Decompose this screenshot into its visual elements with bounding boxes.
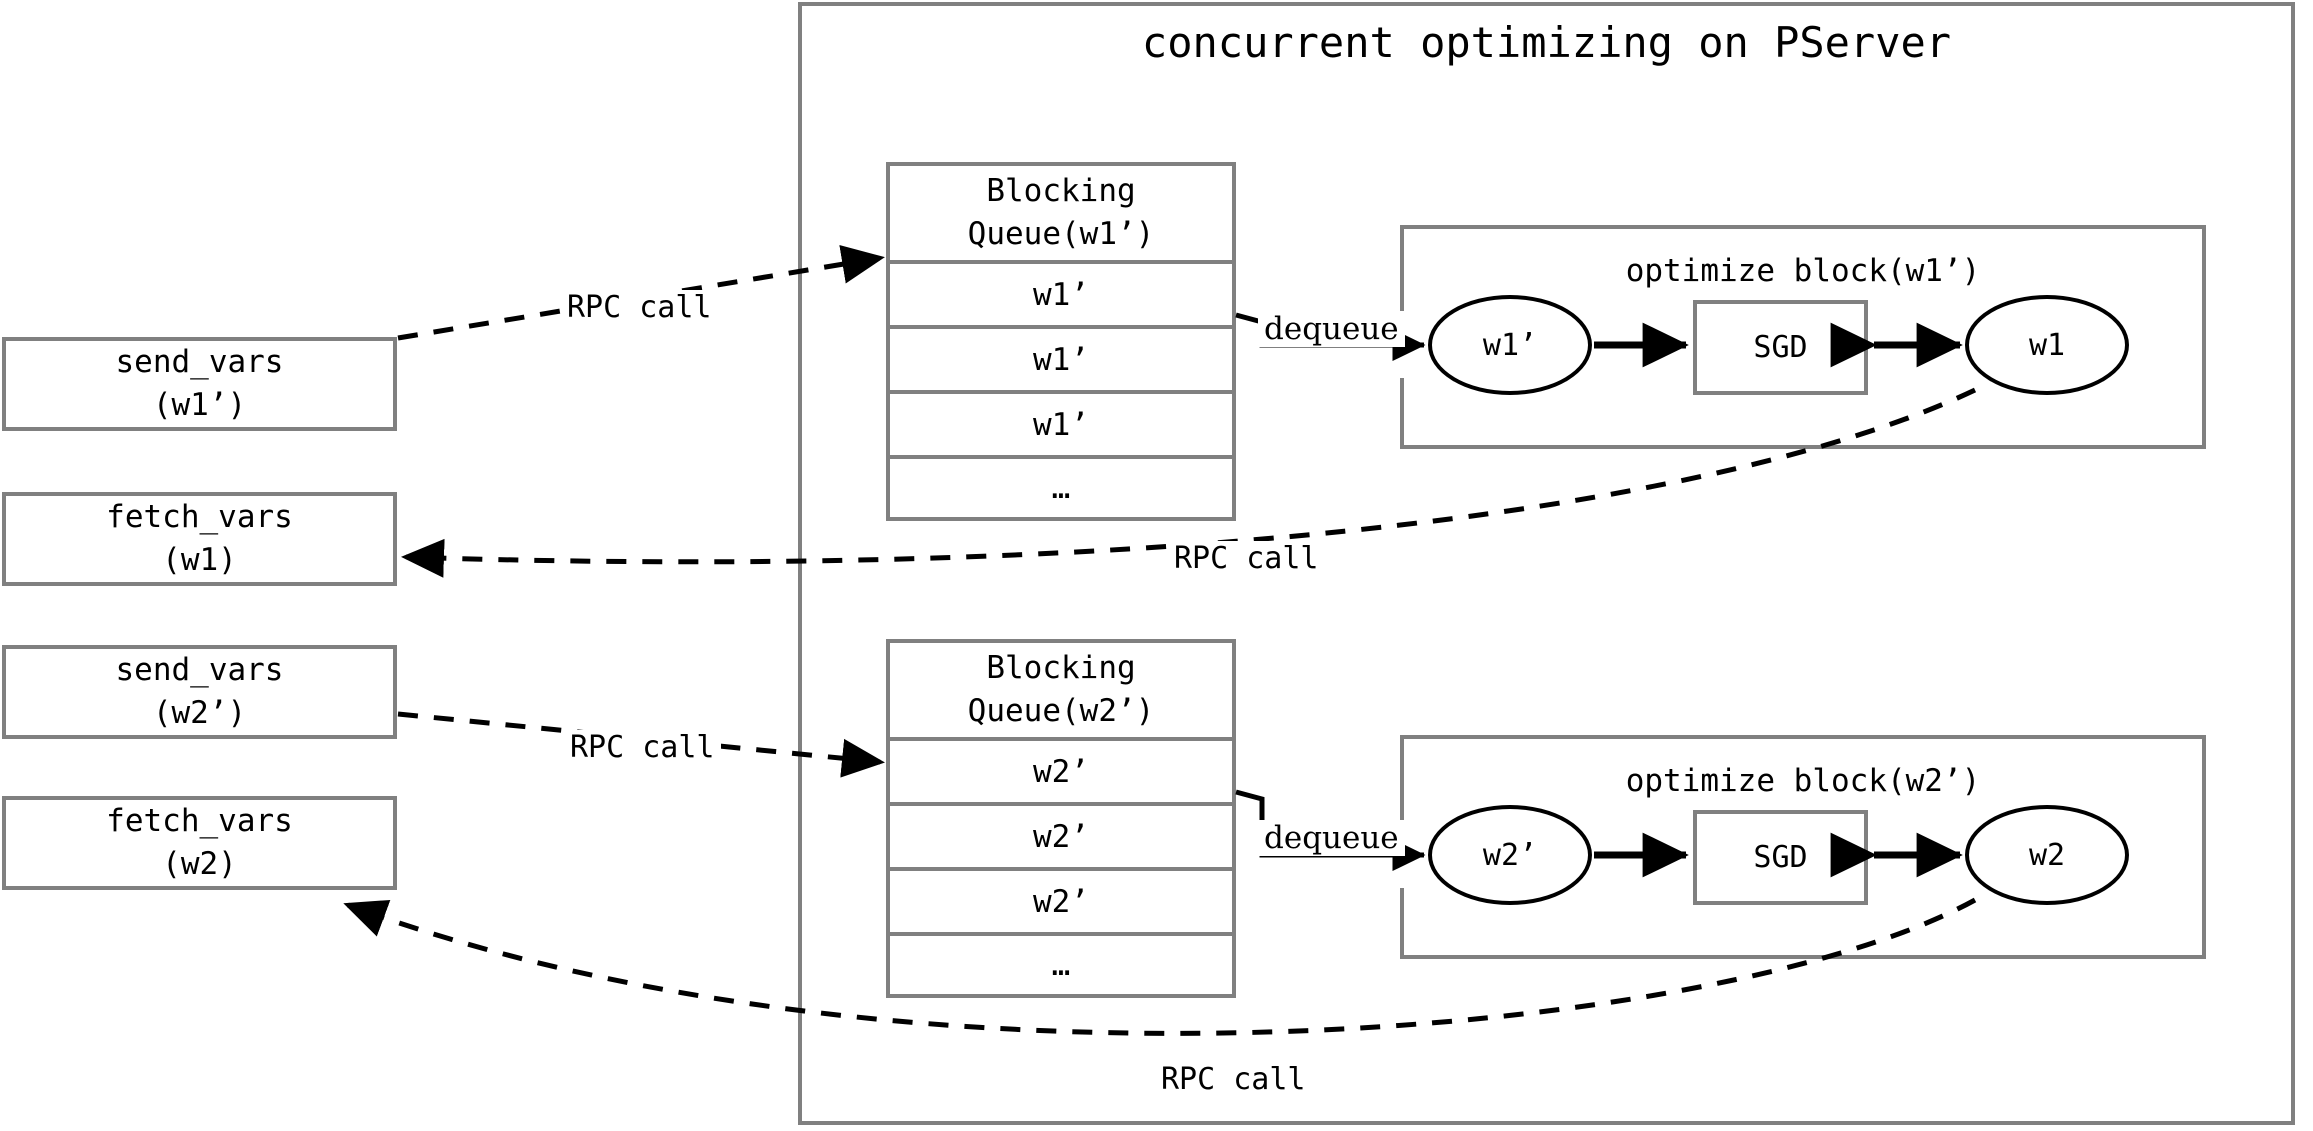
queue-item: w2’ [890, 806, 1232, 871]
queue-item: w1’ [890, 264, 1232, 329]
box-line-1: fetch_vars [106, 499, 293, 536]
optimize-block-title: optimize block(w1’) [1625, 253, 1981, 289]
label-rpc-fetch-w2: RPC call [1155, 1062, 1312, 1097]
queue-item: w2’ [890, 741, 1232, 806]
queue-header-line-2: Queue(w2’) [967, 693, 1155, 729]
node-w1: w1 [1965, 295, 2129, 395]
queue-item: w1’ [890, 394, 1232, 459]
fetch-vars-w2-box[interactable]: fetch_vars (w2) [2, 796, 397, 890]
queue-header: Blocking Queue(w2’) [890, 643, 1232, 741]
queue-header: Blocking Queue(w1’) [890, 166, 1232, 264]
box-line-2: (w1) [162, 542, 237, 578]
box-line-2: (w2’) [152, 695, 247, 731]
label-rpc-send-w1: RPC call [561, 290, 718, 325]
box-line-1: send_vars [115, 652, 284, 689]
page-title: concurrent optimizing on PServer [1141, 18, 1952, 67]
blocking-queue-w2: Blocking Queue(w2’) w2’ w2’ w2’ … [886, 639, 1236, 998]
queue-item: … [1051, 470, 1071, 506]
box-line-1: send_vars [115, 344, 284, 381]
queue-item: w2’ [890, 871, 1232, 936]
box-line-1: fetch_vars [106, 803, 293, 840]
label-rpc-send-w2: RPC call [564, 730, 721, 765]
sgd-box-2: SGD [1693, 810, 1868, 905]
node-w2: w2 [1965, 805, 2129, 905]
queue-header-line-1: Blocking [986, 650, 1136, 687]
fetch-vars-w1-box[interactable]: fetch_vars (w1) [2, 492, 397, 586]
optimize-block-title: optimize block(w2’) [1625, 763, 1981, 799]
sgd-box-1: SGD [1693, 300, 1868, 395]
blocking-queue-w1: Blocking Queue(w1’) w1’ w1’ w1’ … [886, 162, 1236, 521]
queue-header-line-1: Blocking [986, 173, 1136, 210]
send-vars-w2-box[interactable]: send_vars (w2’) [2, 645, 397, 739]
queue-item: w1’ [890, 329, 1232, 394]
label-rpc-fetch-w1: RPC call [1168, 541, 1325, 576]
box-line-2: (w1’) [152, 387, 247, 423]
node-w2-prime: w2’ [1428, 805, 1592, 905]
label-dequeue-1: dequeue [1258, 311, 1405, 347]
label-dequeue-2: dequeue [1258, 820, 1405, 856]
box-line-2: (w2) [162, 846, 237, 882]
queue-item: … [1051, 947, 1071, 983]
node-w1-prime: w1’ [1428, 295, 1592, 395]
queue-header-line-2: Queue(w1’) [967, 216, 1155, 252]
send-vars-w1-box[interactable]: send_vars (w1’) [2, 337, 397, 431]
